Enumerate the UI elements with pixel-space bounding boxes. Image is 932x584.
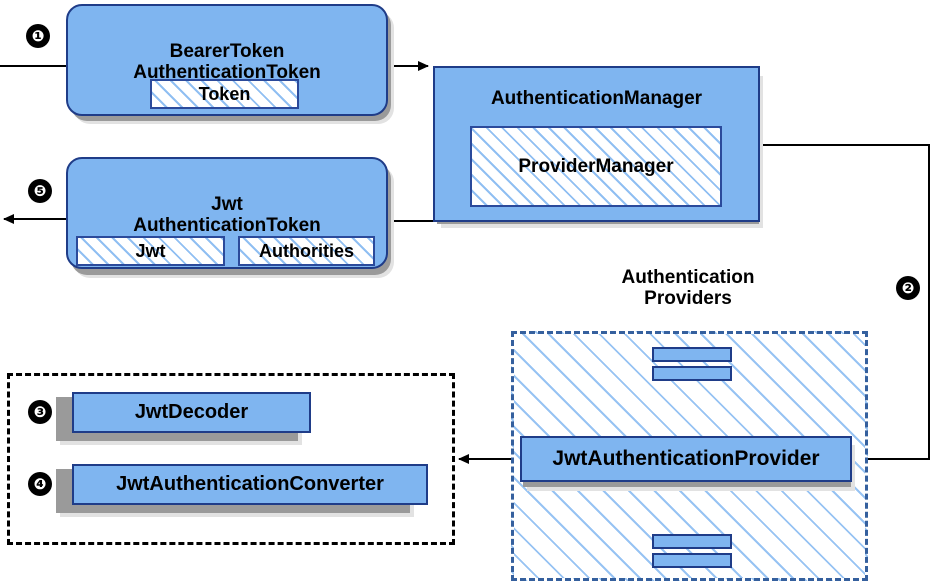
node-jwt-authentication-converter[interactable]: JwtAuthenticationConverter xyxy=(72,464,428,505)
node-jwt-decoder[interactable]: JwtDecoder xyxy=(72,392,311,433)
providers-title-line2: Providers xyxy=(644,288,732,310)
step-bullet-3: ❸ xyxy=(28,400,52,424)
authentication-providers-title: Authentication Providers xyxy=(566,267,810,310)
step-bullet-1: ❶ xyxy=(26,24,50,48)
provider-bar-top-2 xyxy=(652,366,732,381)
providers-title-line1: Authentication xyxy=(621,267,755,288)
authentication-manager-title: AuthenticationManager xyxy=(490,88,703,109)
bearer-token-title: BearerToken AuthenticationToken xyxy=(133,42,321,83)
jwt-token-line2: AuthenticationToken xyxy=(133,215,321,236)
support-components-region xyxy=(7,373,455,545)
bearer-token-line2: AuthenticationToken xyxy=(133,62,321,83)
step-bullet-4: ❹ xyxy=(28,472,52,496)
inner-token: Token xyxy=(150,79,299,109)
inner-authorities: Authorities xyxy=(238,236,375,266)
node-bearer-token-authentication-token[interactable]: BearerToken AuthenticationToken xyxy=(66,4,388,116)
node-jwt-authentication-token[interactable]: Jwt AuthenticationToken xyxy=(66,157,388,269)
node-jwt-authentication-provider[interactable]: JwtAuthenticationProvider xyxy=(520,436,852,482)
inner-jwt: Jwt xyxy=(76,236,225,266)
jwt-token-line1: Jwt xyxy=(211,194,243,216)
provider-bar-bottom-1 xyxy=(652,534,732,549)
step-bullet-5: ❺ xyxy=(28,179,52,203)
jwt-token-title: Jwt AuthenticationToken xyxy=(133,195,321,236)
bearer-token-line1: BearerToken xyxy=(169,41,285,63)
inner-provider-manager: ProviderManager xyxy=(470,126,722,207)
provider-bar-top-1 xyxy=(652,347,732,362)
step-bullet-2: ❷ xyxy=(896,276,920,300)
provider-bar-bottom-2 xyxy=(652,553,732,568)
